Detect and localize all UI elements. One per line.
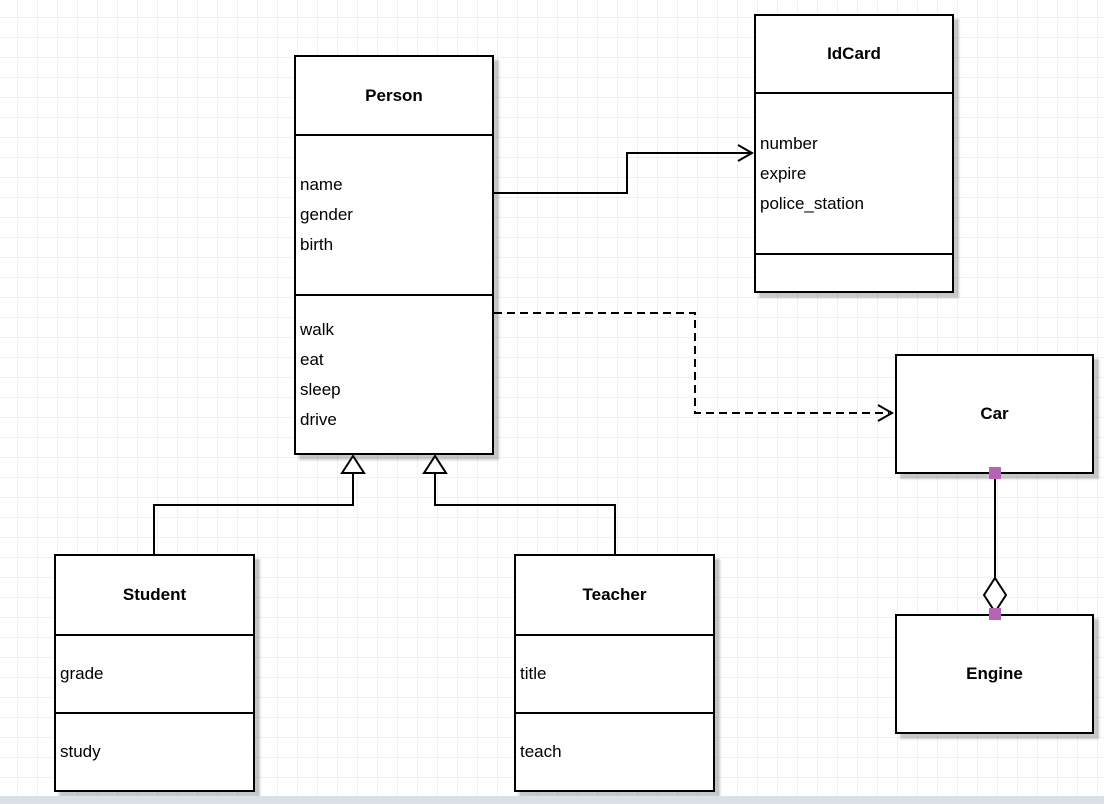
attribute-label: expire	[760, 163, 807, 183]
method-label: study	[60, 742, 101, 761]
attribute-label: gender	[300, 205, 353, 224]
hollow-triangle-arrowhead-icon	[422, 454, 448, 474]
class-title-idcard: IdCard	[827, 44, 881, 63]
attribute-label: birth	[300, 235, 334, 254]
open-arrowhead-icon	[737, 144, 755, 162]
teacher-methods-section: teach	[516, 712, 713, 790]
person-attributes-section: name gender birth	[296, 134, 492, 294]
attribute-label: number	[760, 133, 818, 153]
class-title-car: Car	[980, 404, 1009, 423]
student-attributes-section: grade	[56, 634, 253, 712]
teacher-attributes-section: title	[516, 634, 713, 712]
class-box-teacher[interactable]: Teacher title teach	[514, 554, 715, 792]
open-arrowhead-icon	[877, 404, 895, 422]
connector-aggregation-car-engine[interactable]	[982, 467, 1008, 620]
method-label: walk	[300, 319, 335, 339]
class-box-car[interactable]: Car	[895, 354, 1094, 474]
method-label: eat	[300, 349, 324, 369]
person-methods-section: walk eat sleep drive	[296, 294, 492, 453]
hollow-diamond-icon	[982, 576, 1008, 614]
idcard-methods-section-empty	[756, 253, 952, 291]
method-label: teach	[520, 742, 562, 761]
class-title-teacher: Teacher	[582, 585, 647, 604]
connector-association-person-idcard[interactable]	[494, 144, 755, 194]
class-box-student[interactable]: Student grade study	[54, 554, 255, 792]
connector-dependency-person-car[interactable]	[494, 312, 895, 422]
method-label: sleep	[300, 379, 341, 399]
endpoint-handle-engine-top[interactable]	[989, 608, 1001, 620]
endpoint-handle-car-bottom[interactable]	[989, 467, 1001, 479]
class-box-engine[interactable]: Engine	[895, 614, 1094, 734]
student-methods-section: study	[56, 712, 253, 790]
class-title-engine: Engine	[966, 664, 1023, 683]
connector-generalization-student-person[interactable]	[153, 454, 366, 554]
hollow-triangle-arrowhead-icon	[340, 454, 366, 474]
bottom-edge-strip	[0, 796, 1104, 804]
connector-generalization-teacher-person[interactable]	[422, 454, 616, 554]
class-box-idcard[interactable]: IdCard number expire police_station	[754, 14, 954, 293]
attribute-label: police_station	[760, 193, 864, 213]
attribute-label: grade	[60, 664, 104, 683]
class-title-person: Person	[365, 85, 423, 105]
method-label: drive	[300, 409, 337, 429]
attribute-label: name	[300, 175, 343, 194]
attribute-label: title	[520, 664, 547, 683]
class-box-person[interactable]: Person name gender birth walk eat sleep …	[294, 55, 494, 455]
class-title-student: Student	[122, 585, 187, 604]
idcard-attributes-section: number expire police_station	[756, 92, 952, 253]
